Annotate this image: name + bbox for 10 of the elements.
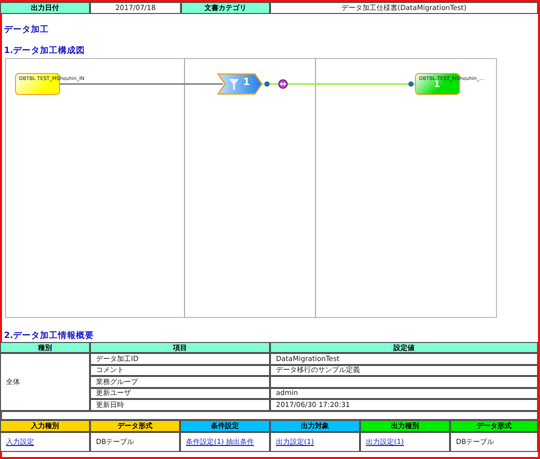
node-number: 1 bbox=[432, 80, 440, 90]
section-heading: 1.データ加工構成図 bbox=[4, 45, 86, 57]
node-number: 1 bbox=[243, 77, 250, 88]
junction-circle bbox=[278, 79, 288, 89]
section-heading: 2.データ加工情報概要 bbox=[4, 330, 94, 342]
connector bbox=[263, 83, 278, 85]
filter-node bbox=[217, 73, 263, 95]
connector bbox=[60, 83, 223, 85]
connector bbox=[288, 83, 415, 85]
page-title: データ加工 bbox=[4, 24, 49, 36]
